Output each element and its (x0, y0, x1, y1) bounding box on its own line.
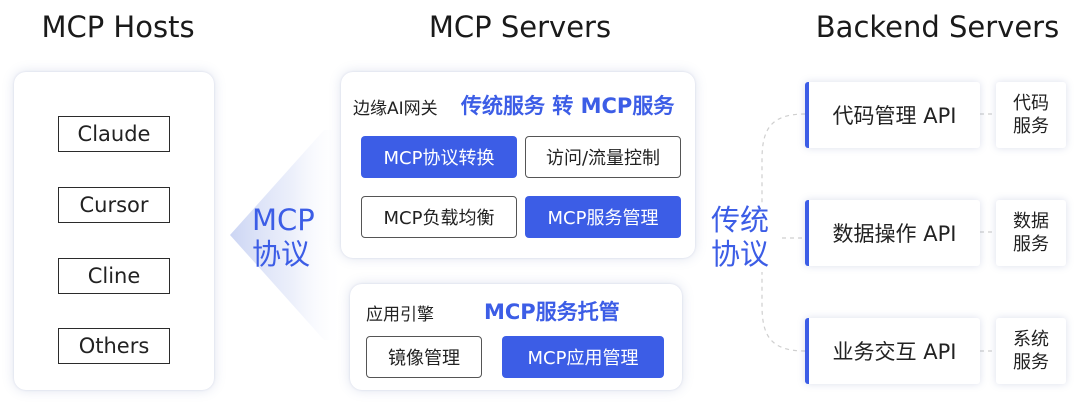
host-others[interactable]: Others (58, 328, 170, 364)
api-code-manage[interactable]: 代码管理 API (805, 82, 980, 148)
api-business-interaction[interactable]: 业务交互 API (805, 318, 980, 384)
backend-title: Backend Servers (815, 10, 1060, 44)
hosts-panel: Claude Cursor Cline Others (14, 72, 214, 390)
service-data[interactable]: 数据服务 (996, 200, 1066, 266)
api-data-operation[interactable]: 数据操作 API (805, 200, 980, 266)
service-system-line2: 服务 (1013, 352, 1049, 373)
mcp-service-manage-button[interactable]: MCP服务管理 (525, 196, 681, 238)
service-code[interactable]: 代码服务 (996, 82, 1066, 148)
gateway-headline: 传统服务 转 MCP服务 (461, 94, 675, 118)
mcp-protocol-line1: MCP (252, 203, 315, 237)
mcp-protocol-label: MCP 协议 (252, 203, 332, 271)
traditional-protocol-line1: 传统 (711, 203, 770, 237)
engine-label: 应用引擎 (366, 305, 434, 325)
host-cline[interactable]: Cline (58, 258, 170, 294)
mcp-protocol-arrow (230, 130, 344, 340)
engine-headline: MCP服务托管 (484, 300, 620, 324)
service-data-line1: 数据 (1013, 211, 1049, 232)
connector-upper (761, 113, 806, 205)
mcp-protocol-convert-button[interactable]: MCP协议转换 (361, 136, 517, 178)
mcp-load-balance-button[interactable]: MCP负载均衡 (361, 196, 517, 238)
gateway-label: 边缘AI网关 (353, 99, 438, 119)
access-traffic-control-button[interactable]: 访问/流量控制 (525, 136, 681, 178)
service-code-line1: 代码 (1013, 93, 1049, 114)
hosts-title: MCP Hosts (41, 10, 195, 44)
mcp-protocol-line2: 协议 (252, 237, 311, 271)
servers-title: MCP Servers (428, 10, 612, 44)
engine-panel: 应用引擎 MCP服务托管 镜像管理 MCP应用管理 (350, 284, 682, 390)
gateway-panel: 边缘AI网关 传统服务 转 MCP服务 MCP协议转换 访问/流量控制 MCP负… (341, 72, 695, 258)
connector-lower (761, 272, 806, 352)
traditional-protocol-label: 传统 协议 (711, 203, 781, 271)
service-system-line1: 系统 (1013, 329, 1049, 350)
host-claude[interactable]: Claude (58, 116, 170, 152)
image-manage-button[interactable]: 镜像管理 (366, 336, 482, 378)
host-cursor[interactable]: Cursor (58, 187, 170, 223)
traditional-protocol-line2: 协议 (711, 237, 770, 271)
service-code-line2: 服务 (1013, 116, 1049, 137)
service-system[interactable]: 系统服务 (996, 318, 1066, 384)
mcp-app-manage-button[interactable]: MCP应用管理 (502, 336, 664, 378)
service-data-line2: 服务 (1013, 234, 1049, 255)
